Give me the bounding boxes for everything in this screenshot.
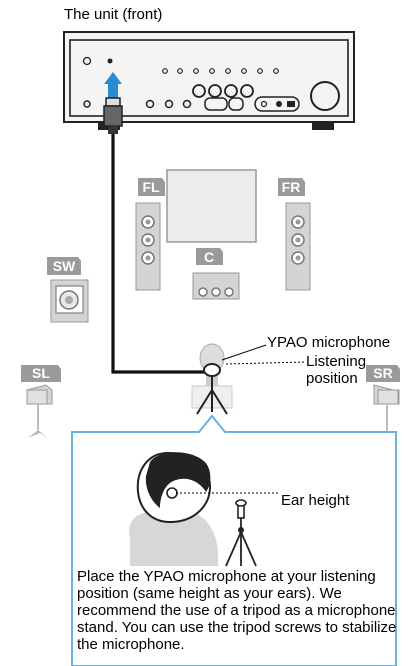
front-right-speaker-icon [285, 202, 311, 291]
speaker-badges: FL FR C SW SL SR [21, 178, 400, 382]
tv-screen [166, 169, 257, 243]
tripod-side-icon [225, 499, 257, 567]
mic-jack-plug [103, 72, 123, 134]
fl-label: FL [142, 179, 160, 195]
fr-label: FR [282, 179, 301, 195]
person-side-view-icon [129, 451, 280, 566]
subwoofer-icon [50, 279, 89, 323]
sw-label: SW [53, 258, 76, 274]
surround-right-speaker-icon [373, 384, 400, 438]
sl-label: SL [32, 365, 50, 381]
mic-cable [111, 134, 212, 374]
sr-label: SR [373, 365, 392, 381]
center-speaker-icon [192, 272, 240, 300]
ypao-microphone-label: YPAO microphone [267, 334, 391, 351]
mic-leader-line [221, 344, 267, 361]
unit-front-title: The unit (front) [64, 6, 163, 23]
listening-label-line2: position [306, 370, 358, 387]
listening-position-label: Listening position [306, 353, 366, 387]
listening-label-line1: Listening [306, 353, 367, 370]
instruction-caption: Place the YPAO microphone at your listen… [77, 568, 397, 653]
front-left-speaker-icon [135, 202, 161, 291]
surround-left-speaker-icon [26, 384, 53, 438]
listening-leader-line [225, 361, 306, 365]
c-label: C [204, 249, 214, 265]
insert-arrow-icon [104, 72, 122, 98]
ear-height-label: Ear height [281, 492, 350, 509]
tripod-microphone-icon [196, 363, 228, 415]
